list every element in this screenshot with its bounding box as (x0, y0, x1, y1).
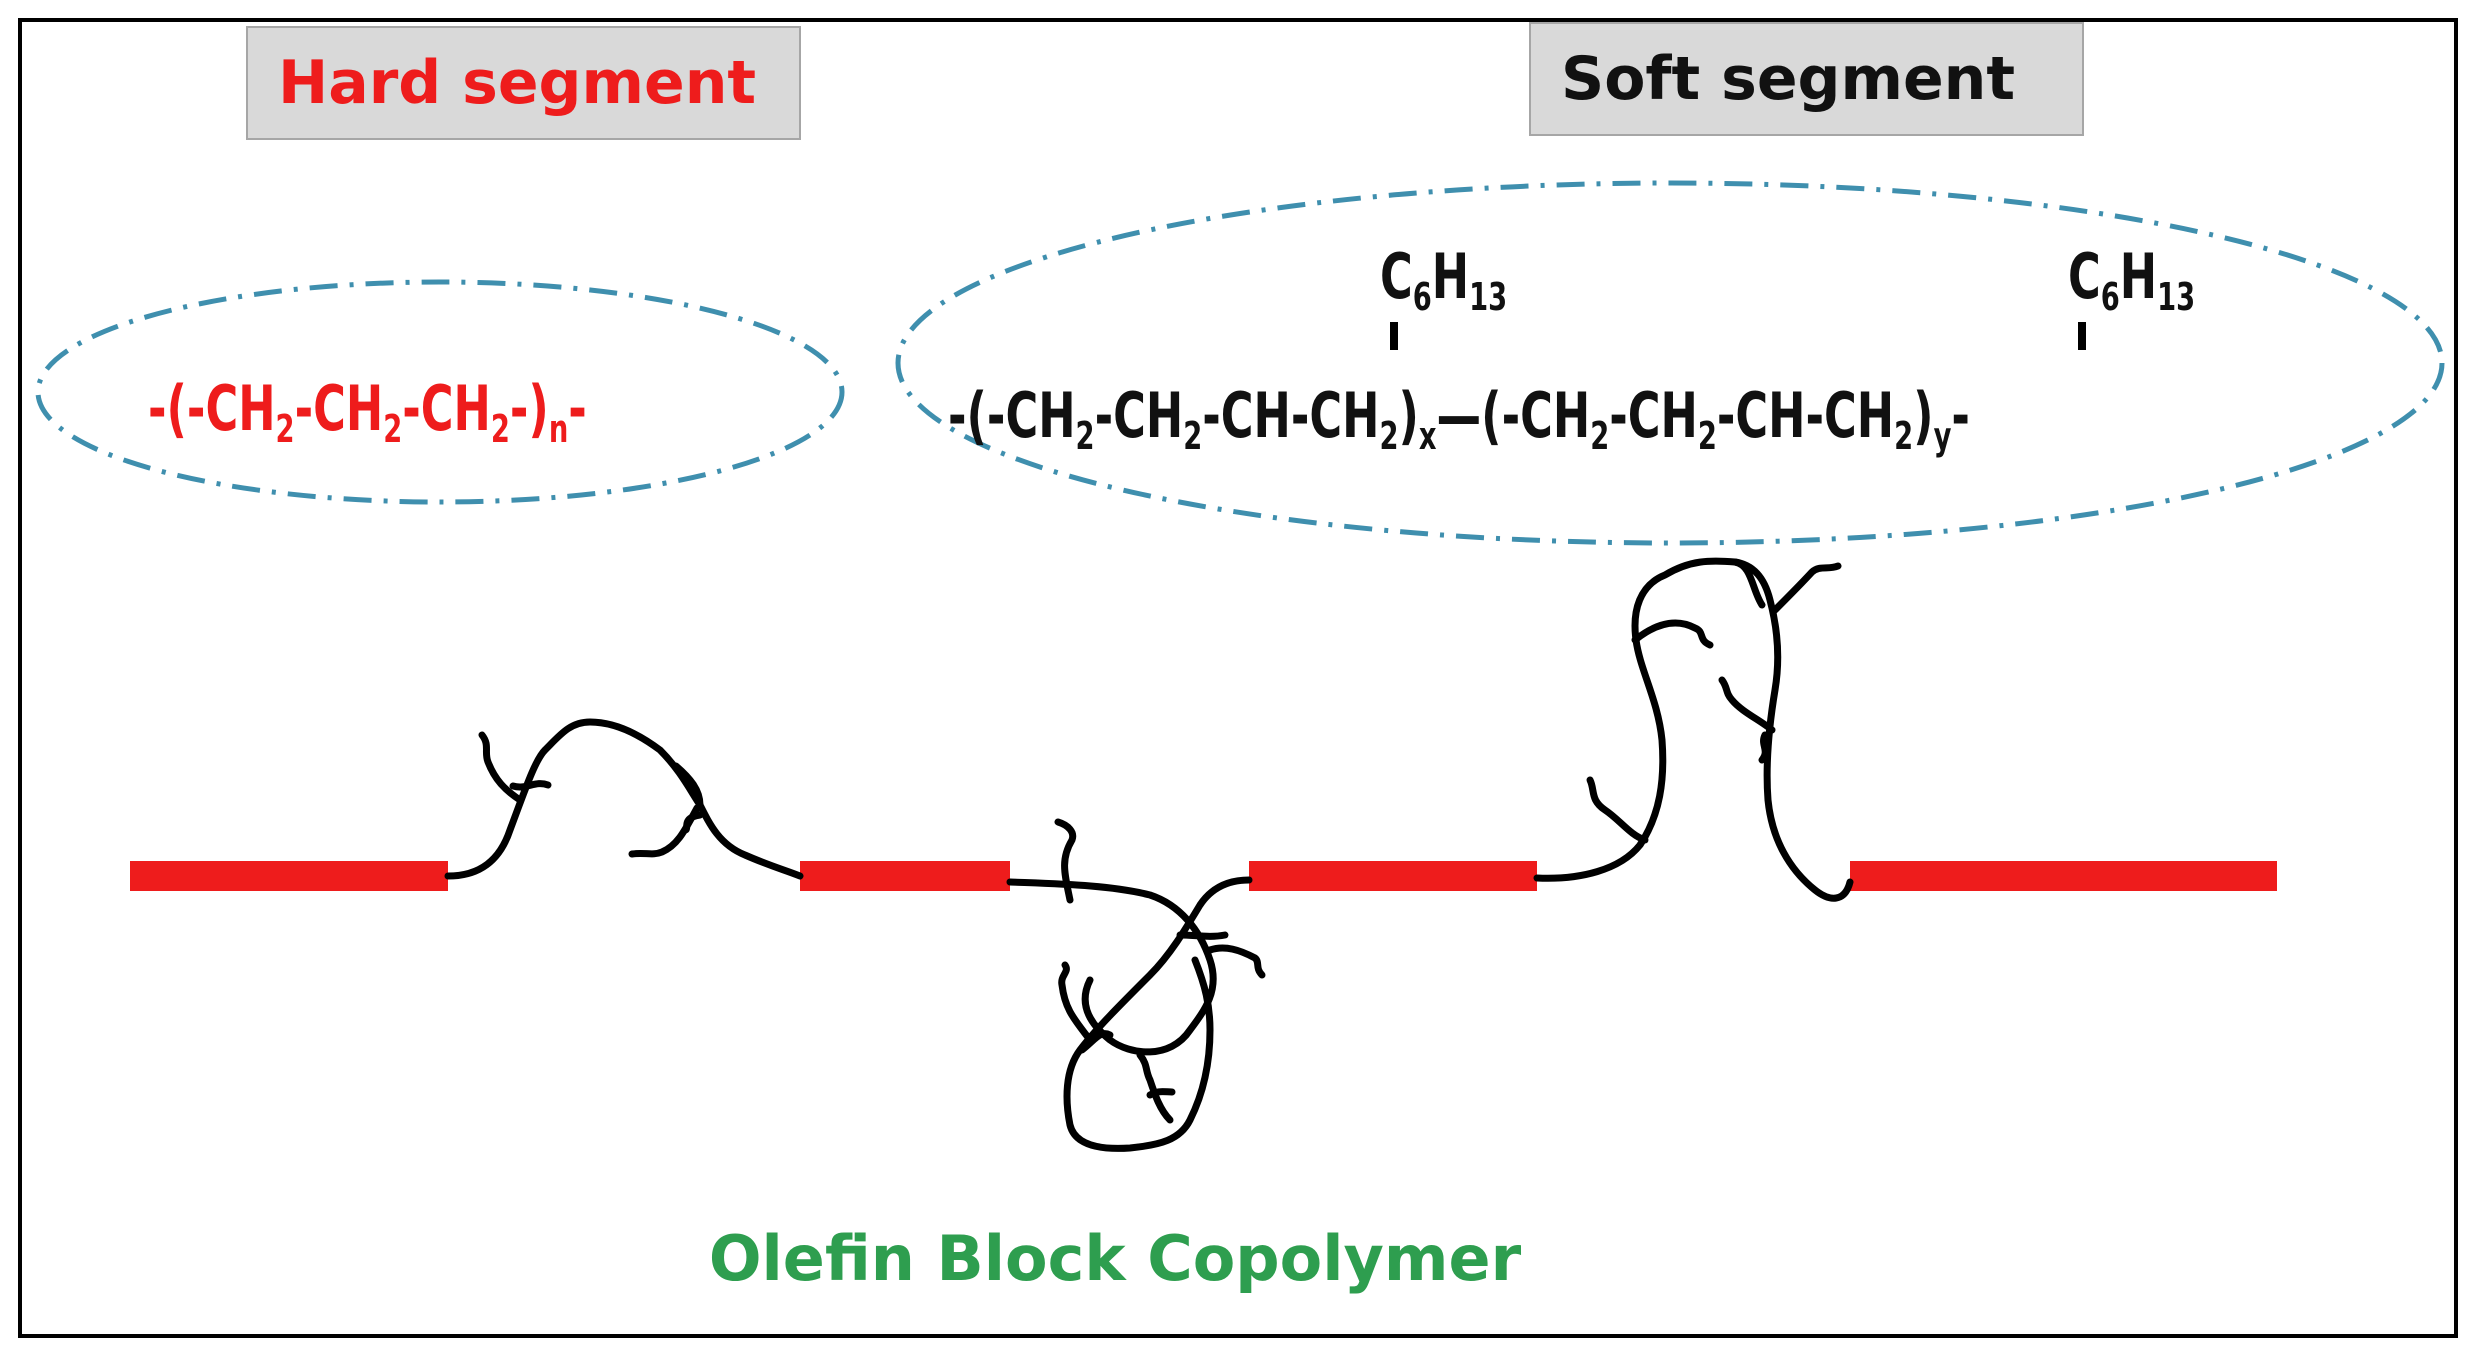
soft-chain-branch (1586, 776, 1649, 844)
formula-subscript: 2 (383, 407, 403, 451)
soft-chain-branch (1058, 961, 1094, 1044)
formula-subscript: 2 (1379, 414, 1399, 458)
formula-subscript: y (1933, 414, 1952, 458)
formula-text: -(-CH (948, 379, 1076, 452)
soft-chain-branch (1771, 562, 1842, 614)
formula-subscript: 6 (1412, 275, 1432, 319)
soft-chains (444, 557, 1854, 1152)
formula-text: ) (1913, 379, 1934, 452)
formula-text: -CH (294, 372, 384, 445)
soft-segment-ellipse (895, 180, 2445, 546)
formula-text: -) (509, 372, 549, 445)
soft-chain-branch (1054, 818, 1077, 904)
soft-chain-coil (1533, 557, 1854, 902)
soft-segment-label-text: Soft segment (1561, 44, 2016, 114)
soft-chain-branch (1078, 1030, 1114, 1054)
hard-segment-label-text: Hard segment (278, 48, 757, 118)
soft-chain-branch (1631, 619, 1714, 649)
formula-text: -CH (1609, 379, 1698, 452)
soft-chain-branch (509, 780, 552, 791)
soft-segment-label: Soft segment (1529, 22, 2084, 136)
formula-subscript: 2 (1590, 414, 1610, 458)
formula-subscript: 13 (1469, 275, 1508, 319)
hard-blocks (130, 861, 2277, 891)
soft-chain-branch (1146, 1088, 1176, 1099)
formula-text: -CH-CH (1716, 379, 1895, 452)
formula-text: ) (1398, 379, 1419, 452)
soft-chain-branch (1731, 558, 1766, 609)
soft-chain-coil (444, 718, 804, 880)
soft-chain-branch (1176, 931, 1229, 940)
formula-subscript: n (548, 407, 569, 451)
hard-block (1249, 861, 1537, 891)
formula-text: C (2068, 240, 2101, 313)
side-group-hexyl: C6H13 (2068, 246, 2196, 319)
formula-text: —(-CH (1436, 379, 1591, 452)
diagram-frame (18, 18, 2458, 1338)
soft-chain-branch (672, 762, 704, 809)
formula-subscript: 2 (1183, 414, 1203, 458)
hard-segment-formula: -(-CH2-CH2-CH2-)n- (148, 378, 587, 451)
hard-block (1850, 861, 2277, 891)
formula-subscript: 2 (275, 407, 295, 451)
formula-subscript: 2 (1894, 414, 1914, 458)
formula-text: - (568, 372, 587, 445)
hard-segment-label: Hard segment (246, 26, 801, 140)
soft-chain-branch (1758, 731, 1769, 764)
formula-text: -CH (1094, 379, 1184, 452)
hard-segment-ellipse (35, 279, 845, 505)
formula-subscript: 2 (1697, 414, 1717, 458)
formula-subscript: 6 (2100, 275, 2120, 319)
soft-chain-branch (1206, 944, 1266, 979)
formula-text: H (2119, 240, 2158, 313)
hard-block (130, 861, 448, 891)
formula-text: C (1380, 240, 1413, 313)
soft-chain-branch (478, 731, 524, 804)
soft-chain-branch (1718, 676, 1776, 734)
formula-subscript: 13 (2157, 275, 2196, 319)
soft-chain-branch (681, 811, 704, 834)
formula-text: -CH (402, 372, 491, 445)
soft-chain-coil (1006, 878, 1217, 1056)
formula-subscript: 2 (490, 407, 510, 451)
side-group-hexyl: C6H13 (1380, 246, 1508, 319)
formula-text: -(-CH (148, 372, 276, 445)
formula-subscript: x (1418, 414, 1437, 458)
soft-segment-formula: -(-CH2-CH2-CH-CH2)x—(-CH2-CH2-CH-CH2)y- (948, 385, 1970, 458)
hard-block (800, 861, 1010, 891)
formula-text: - (1951, 379, 1970, 452)
formula-text: -CH-CH (1202, 379, 1380, 452)
diagram-title: Olefin Block Copolymer (708, 1222, 1522, 1295)
formula-subscript: 2 (1075, 414, 1095, 458)
soft-chain-branch (1136, 1051, 1174, 1124)
formula-text: H (1431, 240, 1470, 313)
